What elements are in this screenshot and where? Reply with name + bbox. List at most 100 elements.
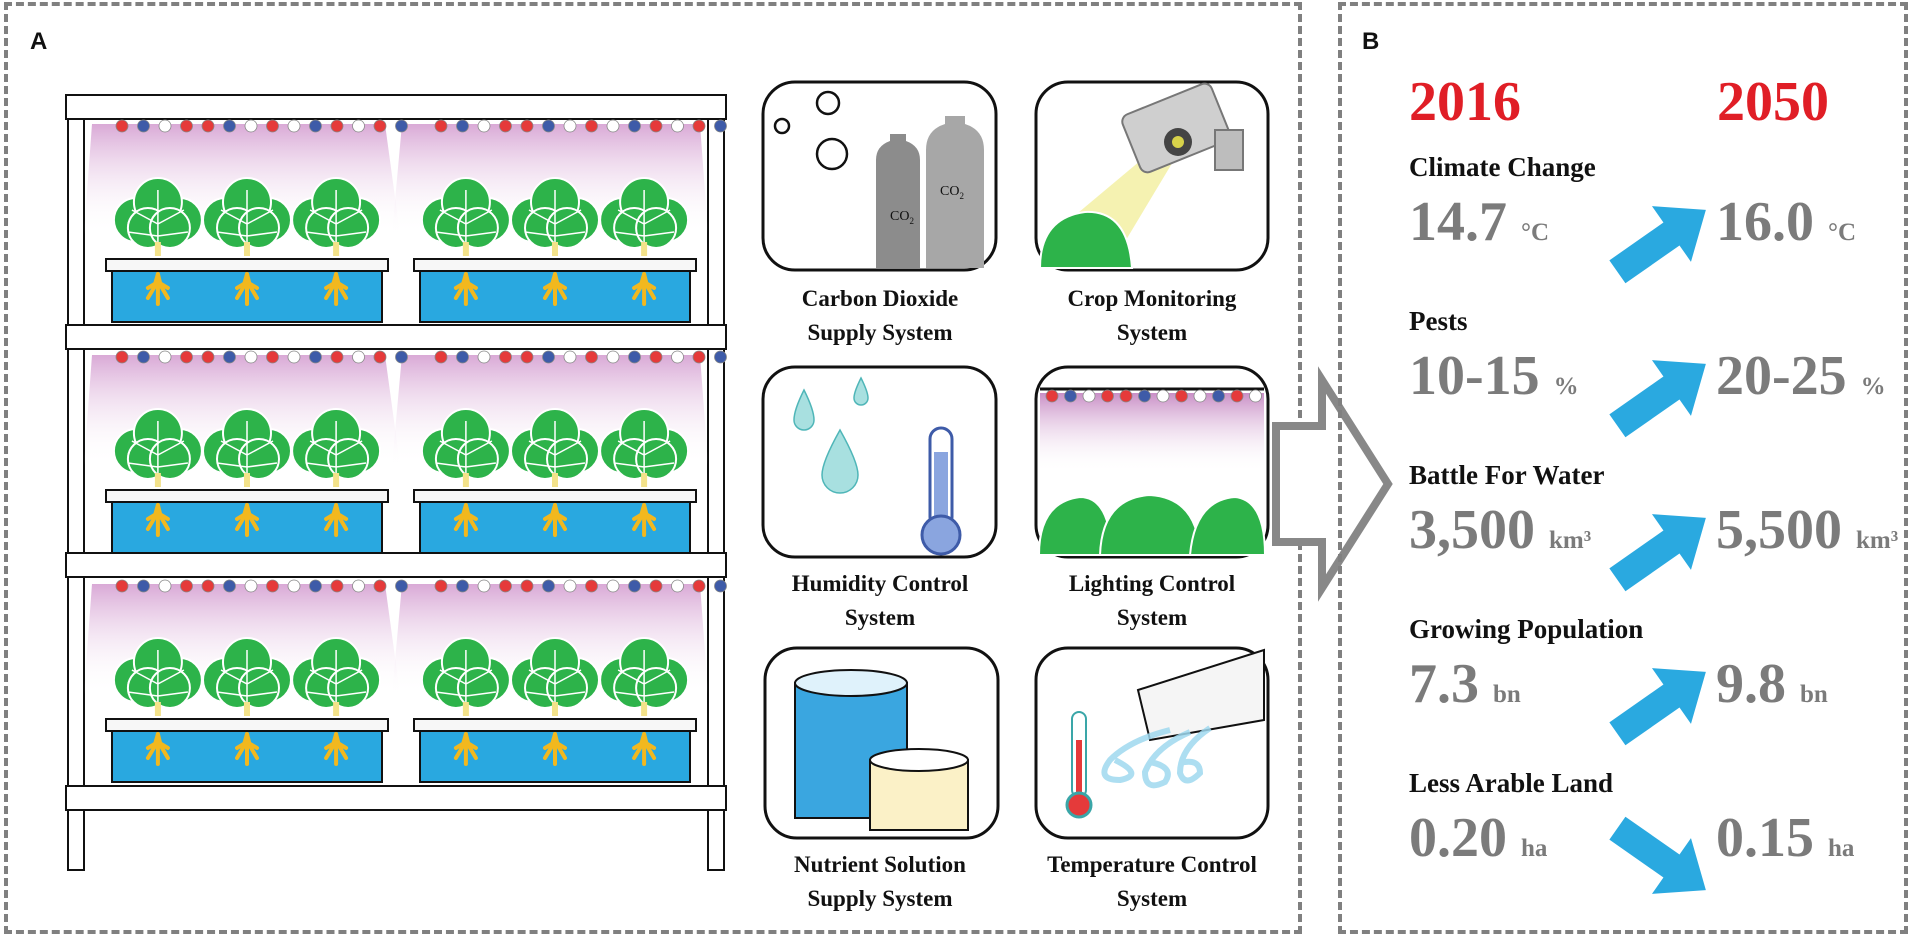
led-light [542, 119, 555, 133]
led-light [266, 579, 279, 593]
value-to-number: 5,500 [1716, 499, 1842, 561]
lettuce-plant [420, 637, 511, 716]
plant-roots [235, 272, 259, 306]
led-light [563, 350, 577, 364]
led-light [330, 579, 344, 593]
led-light [287, 579, 301, 593]
lettuce-plant [510, 177, 600, 256]
led-light [244, 350, 258, 364]
led-light [1119, 389, 1133, 403]
co2-supply-icon: CO2 CO2 [761, 80, 998, 272]
led-light [330, 119, 344, 133]
shelf-board [65, 324, 727, 350]
plant-roots [324, 503, 349, 537]
led-light [1230, 389, 1244, 403]
led-light [649, 350, 663, 364]
plant-roots [324, 732, 349, 766]
led-light [1175, 389, 1188, 403]
led-light [628, 119, 641, 133]
led-light [477, 119, 491, 133]
value-from-number: 0.20 [1409, 807, 1507, 869]
led-light [714, 350, 727, 364]
plant-roots [632, 272, 657, 306]
factor-name: Growing Population [1409, 614, 1644, 644]
led-light [309, 579, 322, 593]
trend-up-arrow-icon [1609, 360, 1706, 438]
value-to-unit: km³ [1856, 527, 1899, 554]
lettuce-plant [112, 408, 203, 487]
led-light [223, 350, 236, 364]
led-light [287, 119, 301, 133]
plant-roots [145, 503, 170, 537]
led-light [692, 119, 706, 133]
led-light [606, 350, 620, 364]
led-light [158, 119, 172, 133]
panel-b-letter: B [1362, 28, 1380, 55]
led-light [266, 350, 279, 364]
led-light [352, 350, 365, 364]
led-light [456, 350, 469, 364]
led-light [692, 350, 706, 364]
led-light [137, 579, 150, 593]
led-light [456, 579, 469, 593]
growing-plate [413, 258, 697, 272]
led-light [158, 350, 172, 364]
plant-roots [632, 503, 657, 537]
led-light [115, 119, 129, 133]
value-to-unit: ha [1828, 835, 1855, 862]
led-light [180, 119, 193, 133]
led-light [223, 579, 236, 593]
led-light [714, 119, 727, 133]
lettuce-plant [202, 408, 292, 487]
led-light [714, 579, 727, 593]
led-light [520, 119, 534, 133]
value-to: 20-25% [1716, 344, 1886, 408]
led-light [373, 350, 387, 364]
led-light [1082, 389, 1096, 403]
lettuce-plant [599, 637, 690, 716]
led-light [499, 579, 512, 593]
value-to-unit: bn [1800, 681, 1828, 708]
co2-label-large: CO2 [940, 184, 964, 201]
led-light [1045, 389, 1059, 403]
led-light [244, 119, 258, 133]
led-light [180, 579, 193, 593]
led-light [223, 119, 236, 133]
led-light [1249, 389, 1262, 403]
humidity-control-icon [761, 365, 998, 559]
led-light [309, 119, 322, 133]
value-to-number: 20-25 [1716, 345, 1847, 407]
led-light [434, 579, 448, 593]
value-from-number: 7.3 [1409, 653, 1479, 715]
led-light [395, 579, 408, 593]
value-to: 16.0°C [1716, 190, 1856, 254]
led-light [434, 350, 448, 364]
value-from: 14.7°C [1409, 190, 1549, 254]
led-light [352, 119, 365, 133]
led-light [563, 119, 577, 133]
led-light [244, 579, 258, 593]
led-light [1212, 389, 1225, 403]
lettuce-plant [510, 637, 600, 716]
led-light [499, 350, 512, 364]
lettuce-plant [599, 408, 690, 487]
led-light [395, 119, 408, 133]
led-light [606, 579, 620, 593]
trend-down-arrow-icon [1609, 816, 1706, 894]
value-to-number: 9.8 [1716, 653, 1786, 715]
lettuce-plant [112, 637, 203, 716]
growing-plate [413, 718, 697, 732]
panel-a-letter: A [30, 28, 48, 55]
led-light [671, 119, 684, 133]
led-light [477, 579, 491, 593]
trend-up-arrow-icon [1609, 668, 1706, 746]
led-light [373, 119, 387, 133]
led-light [137, 119, 150, 133]
led-light [628, 579, 641, 593]
